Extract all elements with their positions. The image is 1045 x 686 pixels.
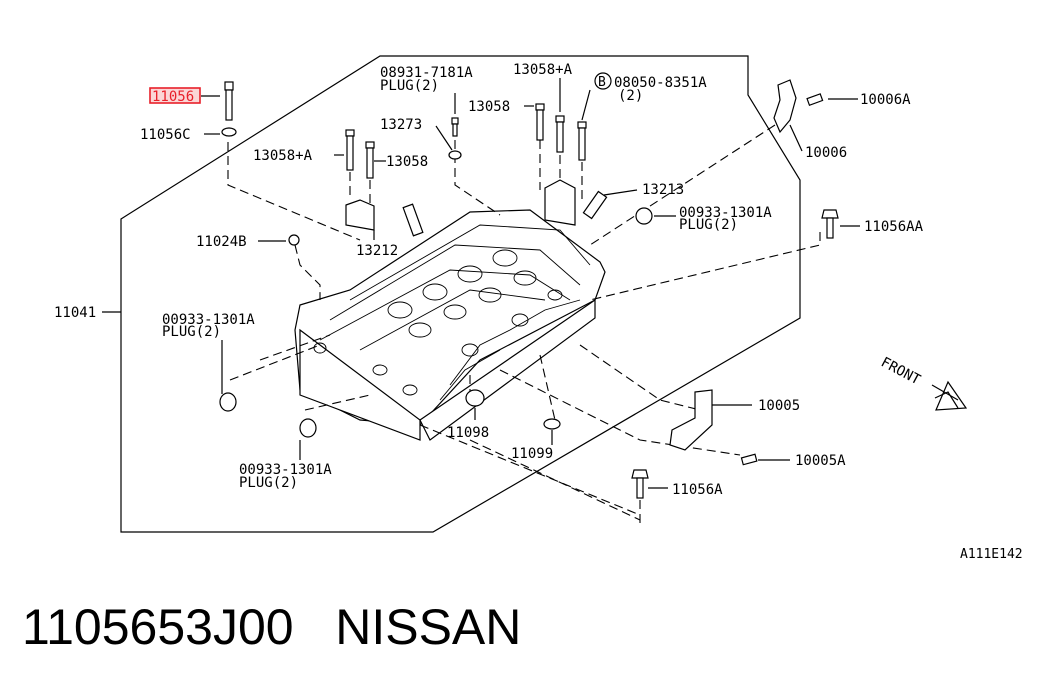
label-11099[interactable]: 11099 — [511, 446, 553, 462]
label-13212[interactable]: 13212 — [356, 243, 398, 259]
label-08931-7181A[interactable]: 08931-7181A — [380, 65, 473, 81]
label-10005A[interactable]: 10005A — [795, 453, 846, 469]
bolt-10006A[interactable] — [806, 93, 824, 106]
label-13058A-left[interactable]: 13058+A — [253, 148, 313, 164]
label-11041[interactable]: 11041 — [54, 305, 96, 321]
seal-11099[interactable] — [543, 418, 561, 430]
label-10006A[interactable]: 10006A — [860, 92, 911, 108]
label-13273[interactable]: 13273 — [380, 117, 422, 133]
label-08050-8351A[interactable]: 08050-8351A — [614, 75, 707, 91]
bracket-10006[interactable] — [773, 79, 797, 134]
label-08050-qty: (2) — [618, 88, 643, 104]
leader-lines — [102, 78, 860, 489]
cylinder-head[interactable] — [294, 209, 606, 441]
label-11098[interactable]: 11098 — [447, 425, 489, 441]
reference-code: A111E142 — [960, 547, 1023, 562]
label-11056AA[interactable]: 11056AA — [864, 219, 924, 235]
label-08050-badge: B — [598, 75, 606, 90]
bolt-11056AA[interactable] — [821, 209, 839, 239]
washer-11056C[interactable] — [221, 127, 237, 137]
label-10006[interactable]: 10006 — [805, 145, 847, 161]
guide-13212[interactable] — [345, 199, 375, 231]
label-13058-top[interactable]: 13058 — [468, 99, 510, 115]
label-00933-bottom-plug: PLUG(2) — [239, 475, 298, 491]
label-00933-right-plug: PLUG(2) — [679, 217, 738, 233]
bolt-13058-top[interactable] — [535, 103, 545, 141]
bolt-11056A[interactable] — [631, 469, 649, 499]
highlight-frame — [149, 87, 201, 104]
label-00933-left[interactable]: 00933-1301A — [162, 312, 255, 328]
sleeve-13212[interactable] — [402, 203, 424, 237]
bolt-13273[interactable] — [451, 117, 459, 137]
b-badge-icon — [594, 72, 612, 90]
bolt-08050[interactable] — [577, 121, 587, 161]
highlight-box — [150, 88, 200, 103]
plug-11024B[interactable] — [288, 234, 300, 246]
part-number-caption: 1105653J00 NISSAN — [22, 599, 522, 655]
plug-08931[interactable] — [448, 150, 462, 160]
label-13058A-top[interactable]: 13058+A — [513, 62, 573, 78]
label-11056A[interactable]: 11056A — [672, 482, 723, 498]
bolt-13058A-top[interactable] — [555, 115, 565, 153]
plug-00933-right[interactable] — [635, 207, 653, 225]
label-11056[interactable]: 11056 — [152, 89, 194, 105]
label-11056C[interactable]: 11056C — [140, 127, 191, 143]
label-13213[interactable]: 13213 — [642, 182, 684, 198]
label-00933-bottom[interactable]: 00933-1301A — [239, 462, 332, 478]
assembly-frame — [120, 55, 801, 533]
front-arrow-icon — [931, 380, 968, 411]
bolt-10005A[interactable] — [740, 453, 758, 466]
label-11024B[interactable]: 11024B — [196, 234, 247, 250]
label-13058-left[interactable]: 13058 — [386, 154, 428, 170]
bolt-13058A-left[interactable] — [345, 129, 355, 171]
assembly-lines — [227, 124, 821, 525]
guide-13213[interactable] — [544, 179, 608, 226]
bolt-13058-left[interactable] — [365, 141, 375, 179]
label-08931-plug: PLUG(2) — [380, 78, 439, 94]
label-00933-right[interactable]: 00933-1301A — [679, 205, 772, 221]
seal-11098[interactable] — [465, 389, 485, 407]
plug-00933-bottom[interactable] — [299, 418, 317, 438]
plug-00933-left[interactable] — [219, 392, 237, 412]
bolt-11056[interactable] — [224, 81, 234, 121]
front-label: FRONT — [878, 354, 923, 388]
label-00933-left-plug: PLUG(2) — [162, 324, 221, 340]
label-10005[interactable]: 10005 — [758, 398, 800, 414]
bracket-10005[interactable] — [669, 389, 713, 451]
